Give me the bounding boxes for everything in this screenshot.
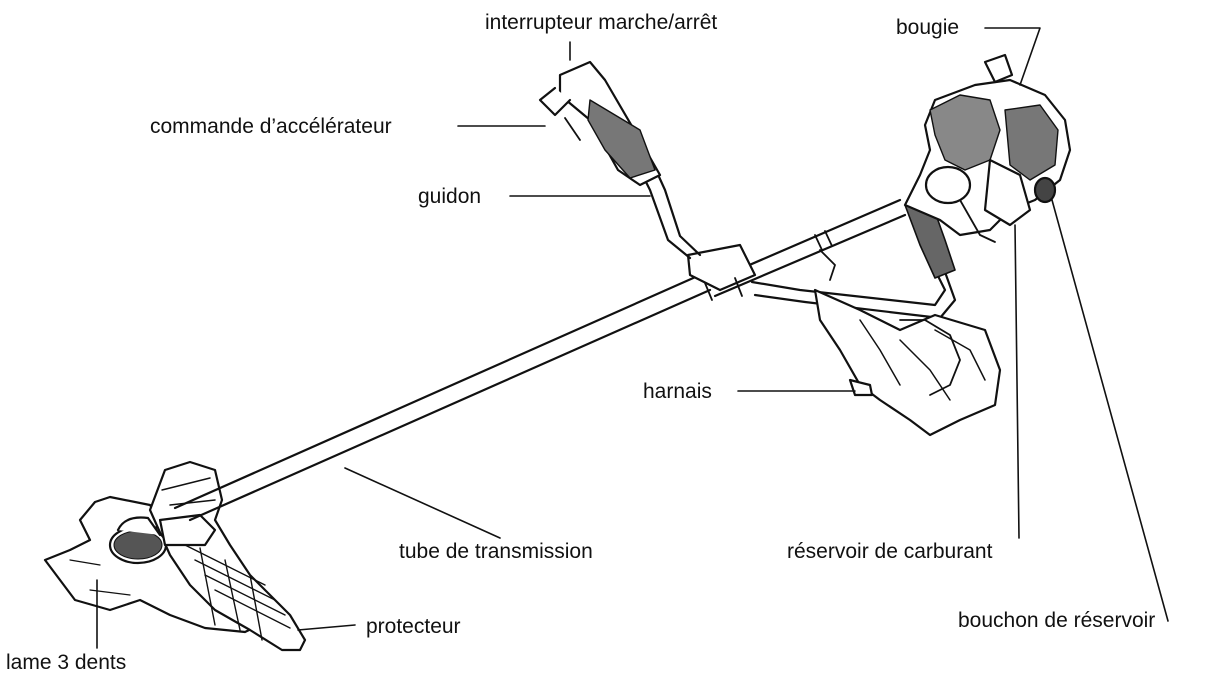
- leader-drive-tube: [345, 468, 500, 538]
- leader-guard: [298, 625, 355, 630]
- engine-drawing: [905, 55, 1070, 242]
- label-harness: harnais: [643, 381, 712, 402]
- handlebar-drawing: [640, 168, 955, 318]
- leader-fuel-tank: [1015, 225, 1019, 538]
- label-blade: lame 3 dents: [6, 652, 126, 673]
- leader-tank-cap: [1052, 200, 1168, 621]
- label-guard: protecteur: [366, 616, 461, 637]
- label-spark-plug: bougie: [896, 17, 959, 38]
- label-drive-tube: tube de transmission: [399, 541, 593, 562]
- label-handlebar: guidon: [418, 186, 481, 207]
- label-tank-cap: bouchon de réservoir: [958, 610, 1155, 631]
- label-throttle: commande d’accélérateur: [150, 116, 392, 137]
- label-switch: interrupteur marche/arrêt: [485, 12, 717, 33]
- harness-drawing: [815, 250, 1000, 435]
- drive-tube-drawing: [175, 200, 905, 520]
- throttle-grip-drawing: [540, 62, 660, 185]
- label-fuel-tank: réservoir de carburant: [787, 541, 992, 562]
